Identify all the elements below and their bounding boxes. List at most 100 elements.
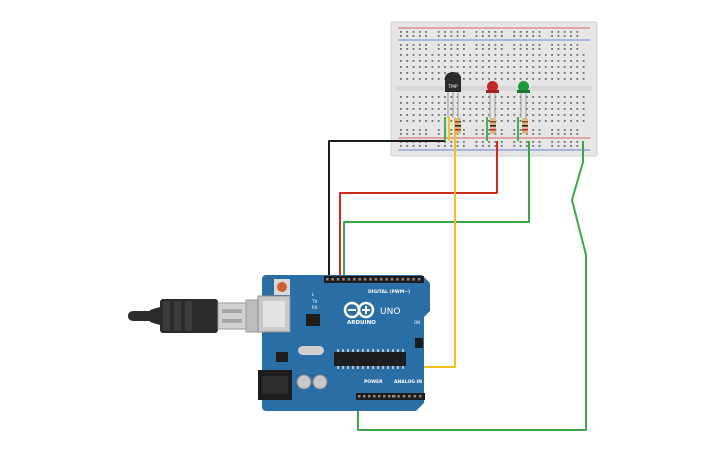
pin-hole [456, 48, 459, 50]
pin-hole [463, 96, 465, 98]
pin-hole [557, 120, 560, 122]
pin-hole [557, 108, 560, 110]
pin-hole [481, 145, 484, 147]
pin-hole [400, 54, 402, 56]
usb-cable[interactable] [128, 299, 267, 333]
pin-hole [500, 133, 503, 135]
pin-hole [532, 66, 535, 68]
pin-hole [406, 120, 409, 122]
wire-green-lower[interactable] [357, 141, 587, 431]
pin-hole [475, 44, 478, 46]
pin-hole [481, 120, 484, 122]
pin-hole [507, 66, 509, 68]
pin-hole [513, 141, 516, 143]
pin-hole [532, 129, 535, 131]
resistor-2[interactable] [490, 118, 496, 134]
pin-hole [463, 66, 465, 68]
pin-hole [570, 141, 572, 143]
pin-hole [406, 48, 409, 50]
wire-green-upper[interactable] [343, 141, 530, 276]
pin-hole [425, 96, 427, 98]
pin-hole [582, 108, 585, 110]
pin-hole [400, 96, 402, 98]
pin-hole [544, 114, 547, 116]
pin-hole [463, 114, 465, 116]
pin-hole [475, 114, 478, 116]
pin-hole [563, 44, 566, 46]
pin-hole [576, 35, 579, 37]
pin-hole [532, 96, 535, 98]
pin-hole [532, 31, 535, 33]
pin-hole [519, 72, 522, 74]
pin-hole [532, 35, 535, 37]
pin-hole [500, 145, 503, 147]
pin-hole [469, 96, 472, 98]
pin-hole [406, 129, 409, 131]
pin-hole [538, 108, 541, 110]
pin-hole [576, 114, 579, 116]
pin-hole [362, 366, 364, 369]
pin-hole [437, 66, 440, 68]
pin-hole [532, 44, 535, 46]
pin-hole [500, 108, 503, 110]
pin-hole [532, 120, 535, 122]
wire-red[interactable] [339, 141, 498, 276]
pin-hole [437, 78, 440, 80]
arduino-uno-board[interactable]: ARDUINO UNO DIGITAL (PWM~) L TX RX ON PO… [257, 275, 430, 411]
pin-hole [500, 66, 503, 68]
pin-hole [417, 278, 421, 281]
pin-hole [538, 114, 541, 116]
pin-hole [576, 60, 579, 62]
pin-hole [463, 120, 465, 122]
pin-hole [425, 114, 427, 116]
pin-hole [570, 60, 572, 62]
pin-hole [418, 96, 421, 98]
pin-hole [450, 133, 453, 135]
pin-hole [337, 349, 339, 352]
pin-hole [367, 349, 369, 352]
pin-hole [557, 133, 560, 135]
pin-hole [488, 114, 490, 116]
resistor-3[interactable] [522, 118, 528, 134]
pin-hole [369, 278, 372, 281]
pin-hole [475, 60, 478, 62]
pin-hole [401, 278, 405, 281]
pin-hole [419, 395, 422, 398]
pin-hole [500, 31, 503, 33]
resistor-1[interactable] [455, 118, 461, 134]
pin-hole [469, 78, 472, 80]
pin-hole [444, 102, 446, 104]
pin-hole [576, 133, 579, 135]
pin-hole [507, 108, 509, 110]
pin-hole [519, 78, 522, 80]
pin-hole [570, 120, 572, 122]
pin-hole [388, 395, 391, 398]
pin-hole [380, 278, 383, 281]
pin-hole [412, 102, 415, 104]
pin-hole [425, 31, 427, 33]
pin-hole [400, 133, 402, 135]
wire-black[interactable] [328, 140, 445, 276]
pin-hole [488, 60, 490, 62]
pin-hole [563, 72, 566, 74]
pin-hole [488, 108, 490, 110]
temperature-sensor[interactable]: TMP [445, 72, 461, 118]
pin-hole [431, 72, 434, 74]
pin-hole [400, 145, 402, 147]
pin-hole [418, 102, 421, 104]
green-led[interactable] [517, 81, 530, 118]
pin-hole [437, 133, 440, 135]
pin-hole [544, 72, 547, 74]
pin-hole [551, 129, 553, 131]
pin-hole [582, 66, 585, 68]
breadboard-holes [400, 31, 585, 147]
pin-hole [488, 54, 490, 56]
red-led[interactable] [486, 81, 499, 118]
pin-hole [450, 141, 453, 143]
pin-hole [400, 108, 402, 110]
pin-hole [418, 72, 421, 74]
pin-hole [488, 133, 490, 135]
pin-hole [400, 120, 402, 122]
pin-hole [507, 120, 509, 122]
pin-hole [444, 145, 446, 147]
